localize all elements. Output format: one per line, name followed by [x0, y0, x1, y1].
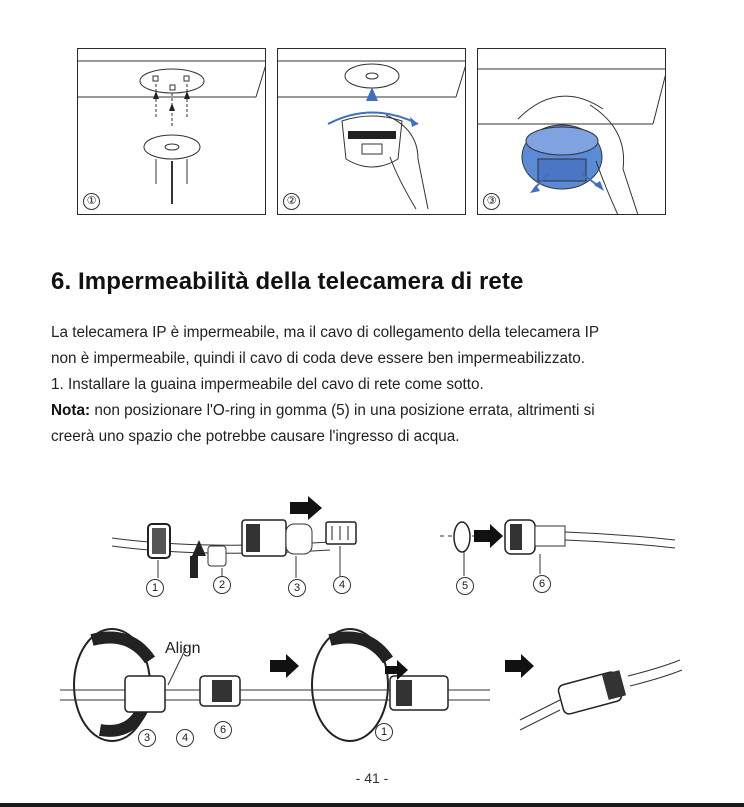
tighten-step-illustration — [300, 628, 534, 742]
step-number-3: ③ — [483, 193, 500, 210]
paragraph-line-1: La telecamera IP è impermeabile, ma il c… — [51, 324, 600, 341]
part-label-6: 6 — [533, 575, 551, 593]
note-text-1: non posizionare l'O-ring in gomma (5) in… — [90, 402, 595, 419]
ceiling-mount-plate-illustration — [78, 60, 265, 204]
o-ring-assembly — [440, 519, 676, 576]
note-line-2: creerà uno spazio che potrebbe causare l… — [51, 428, 460, 445]
install-step-panel-2: ② — [277, 48, 466, 215]
part-label-3: 3 — [288, 579, 306, 597]
part-label-5: 5 — [456, 577, 474, 595]
note-label: Nota: — [51, 402, 91, 419]
cable-parts-exploded-view — [111, 496, 357, 578]
note-line-1: Nota: non posizionare l'O-ring in gomma … — [51, 398, 701, 424]
bottom-part-label-1: 1 — [375, 723, 393, 741]
install-step-panel-3: ③ — [477, 48, 666, 215]
step-number-2: ② — [283, 193, 300, 210]
camera-attach-rotate-illustration — [278, 60, 465, 210]
bottom-part-label-3: 3 — [138, 729, 156, 747]
page-bottom-rule — [0, 803, 744, 807]
section-body: La telecamera IP è impermeabile, ma il c… — [51, 320, 701, 450]
alignment-step-illustration — [60, 628, 300, 742]
bottom-part-label-6: 6 — [214, 721, 232, 739]
part-label-1: 1 — [146, 579, 164, 597]
page-number: - 41 - — [355, 770, 389, 786]
finished-connector-illustration — [519, 659, 683, 731]
part-label-4: 4 — [333, 576, 351, 594]
paragraph-line-2: non è impermeabile, quindi il cavo di co… — [51, 350, 585, 367]
waterproof-cable-diagram — [60, 496, 683, 742]
install-step-panel-1: ① — [77, 48, 266, 215]
camera-lens-adjust-illustration — [478, 68, 665, 214]
align-label: Align — [165, 640, 201, 657]
instruction-step-1: 1. Installare la guaina impermeabile del… — [51, 376, 484, 393]
section-title: 6. Impermeabilità della telecamera di re… — [51, 268, 524, 295]
step-number-1: ① — [83, 193, 100, 210]
bottom-part-label-4: 4 — [176, 729, 194, 747]
part-label-2: 2 — [213, 576, 231, 594]
